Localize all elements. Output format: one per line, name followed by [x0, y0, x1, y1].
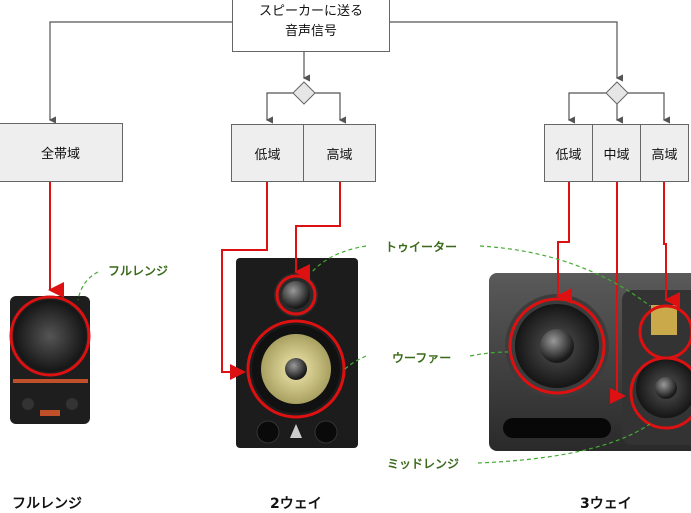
signal-lines	[48, 182, 680, 404]
root-line1: スピーカーに送る	[258, 4, 363, 19]
threeway-mid-box: 中域	[592, 124, 641, 182]
midrange-highlight-3way	[629, 356, 691, 430]
label-woofer: ウーファー	[392, 351, 452, 365]
woofer-highlight-2way	[246, 319, 346, 419]
split-diamond-3way	[605, 81, 629, 105]
label-tweeter: トゥイーター	[385, 240, 458, 254]
caption-twoway: 2ウェイ	[270, 496, 322, 512]
threeway-speaker-image	[489, 273, 691, 451]
twoway-high-box: 高域	[303, 124, 376, 182]
twoway-speaker-image	[236, 258, 358, 448]
leader-lines	[77, 245, 651, 464]
label-fullrange: フルレンジ	[108, 264, 169, 278]
threeway-low-box: 低域	[544, 124, 593, 182]
threeway-high-box: 高域	[640, 124, 689, 182]
fullrange-band-box: 全帯域	[0, 123, 123, 182]
caption-fullrange: フルレンジ	[12, 496, 82, 512]
root-signal-box: スピーカーに送る 音声信号	[232, 0, 390, 52]
caption-threeway: 3ウェイ	[580, 496, 632, 512]
split-diamond-2way	[292, 81, 316, 105]
twoway-low-box: 低域	[231, 124, 304, 182]
fullrange-speaker-image	[10, 296, 90, 424]
connector-lines	[48, 21, 670, 124]
root-line2: 音声信号	[284, 24, 337, 39]
label-midrange: ミッドレンジ	[387, 457, 460, 471]
